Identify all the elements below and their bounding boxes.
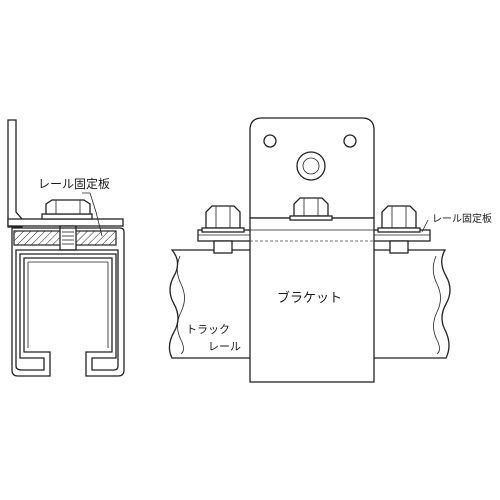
rail-break-right	[432, 255, 441, 355]
cross-section-view: レール固定板	[7, 119, 125, 377]
bracket-lower	[249, 217, 375, 383]
hanger-plate	[7, 119, 23, 228]
track-rail	[168, 249, 451, 359]
bracket-hole-left	[263, 134, 277, 148]
bracket-hole-center-inner	[302, 157, 320, 175]
leader-line-left	[82, 192, 97, 213]
bolt-right-front	[377, 205, 421, 254]
hex-nut-front-center	[293, 197, 329, 217]
rail-break-left	[176, 255, 185, 355]
leader-line-left-tip	[95, 211, 103, 237]
hex-nut-front-right	[381, 205, 417, 229]
washer-front-right	[377, 227, 421, 233]
washer-left	[41, 213, 93, 220]
bolt-stem-front-right	[389, 240, 409, 254]
rail-channel-inner	[15, 249, 119, 371]
bolt-center-front	[289, 197, 333, 221]
label-rail: レール	[208, 340, 241, 353]
front-view: レール固定板 ブラケット トラック レール	[168, 117, 492, 383]
bracket-hole-right	[343, 134, 357, 148]
label-rail-fixing-plate: レール固定板	[38, 176, 110, 191]
label-rail-fixing-plate-right: レール固定板	[432, 212, 492, 225]
label-track: トラック	[186, 323, 230, 336]
label-bracket: ブラケット	[277, 290, 342, 306]
washer-front-left	[201, 227, 245, 233]
leader-line-right	[421, 219, 429, 233]
rail-channel-outer	[11, 227, 125, 377]
bolt-stem-front-left	[213, 240, 233, 254]
bracket-upper	[249, 117, 375, 219]
hex-nut-front-left	[205, 205, 241, 229]
top-plate	[7, 218, 124, 227]
bolt-shaft-left	[59, 225, 77, 251]
hex-nut-left	[45, 199, 91, 215]
bracket-hole-center	[296, 151, 326, 181]
bolt-left-front	[201, 205, 245, 254]
washer-front-center	[289, 215, 333, 221]
